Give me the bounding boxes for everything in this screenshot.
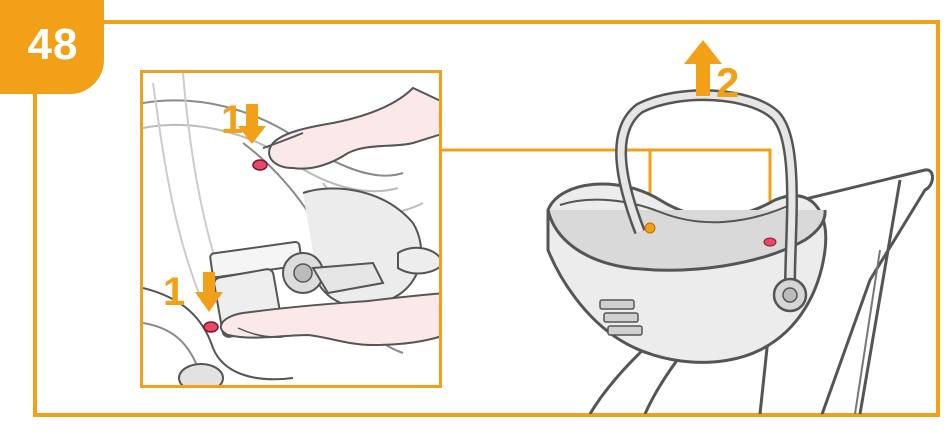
- lift-label: 2: [716, 62, 739, 104]
- press-label-bottom: 1: [163, 272, 185, 312]
- press-label-top: 1: [221, 100, 243, 140]
